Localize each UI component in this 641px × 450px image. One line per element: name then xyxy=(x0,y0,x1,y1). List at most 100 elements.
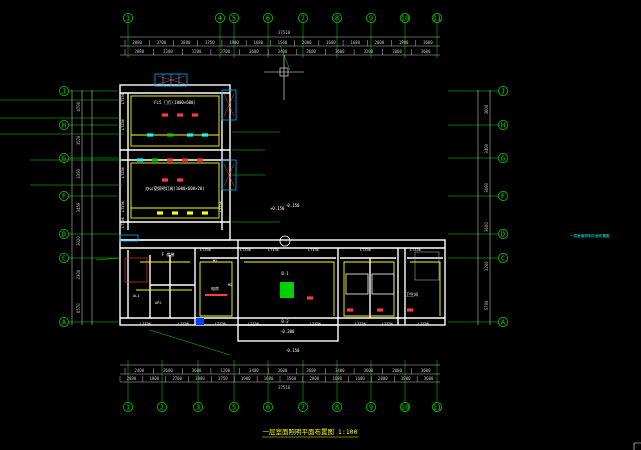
door-tag: LTZ36 xyxy=(355,322,366,326)
light-fixture-icon xyxy=(177,178,183,182)
dim-text-bot2-item: 1680 xyxy=(355,376,365,381)
light-fixture-icon xyxy=(137,158,143,162)
axis-bottom-3: 3 xyxy=(193,360,203,412)
light-fixture-icon xyxy=(157,211,163,215)
door-tag: LTZ36 xyxy=(121,217,125,228)
light-fixture-icon xyxy=(307,296,313,300)
door-tag: LTZ36 xyxy=(268,248,279,252)
axis-top-5: 5 xyxy=(229,13,239,58)
light-fixture-icon xyxy=(162,178,168,182)
axis-left-A: A xyxy=(59,317,118,327)
axis-left-G: G xyxy=(59,153,118,163)
axis-left-D: D xyxy=(59,229,118,239)
door-tag: LTZ36 xyxy=(248,322,259,326)
door-tag: LTZ36 xyxy=(121,167,125,178)
axis-right-J-label: J xyxy=(501,87,505,95)
axis-right-H-label: H xyxy=(501,121,505,129)
axis-bottom-6-label: 6 xyxy=(266,403,270,411)
axis-top-4: 4 xyxy=(215,13,225,58)
dimension-text-top-row2: 2880330012003700360034003600360032002000… xyxy=(124,49,431,55)
axis-left-J-label: J xyxy=(62,87,66,95)
axis-right-D: D xyxy=(448,229,508,239)
door-tag: LTZ36 xyxy=(200,248,211,252)
dim-text-top2-item: 3300 xyxy=(163,49,173,54)
door-tag: LTZ36 xyxy=(121,119,125,130)
axis-bottom-6: 6 xyxy=(263,360,273,412)
door-tag: LTZ36 xyxy=(382,322,393,326)
axis-right-C: C xyxy=(448,253,508,263)
dim-text-bot2-item: 3880 xyxy=(195,376,205,381)
wheelchair-icon xyxy=(279,235,291,247)
axis-right-A-label: A xyxy=(501,318,506,326)
misc-label-m2: M2 xyxy=(228,283,232,287)
drawing-title: 一层室面照明平面布置图 1:100 xyxy=(263,427,358,436)
axis-bottom-2: 2 xyxy=(157,360,167,412)
dim-text-top1-item: 2000 xyxy=(302,40,312,45)
axis-top-10-label: 10 xyxy=(401,14,409,22)
axis-top-11: 11 xyxy=(432,13,442,58)
door-tag: LTZ36 xyxy=(219,201,223,212)
light-fixture-icon xyxy=(347,308,353,312)
distribution-panel-icon xyxy=(280,282,294,298)
dim-text-top2-item: 2880 xyxy=(134,49,144,54)
axis-left-H: H xyxy=(59,120,118,130)
room-label-electric: 电房 xyxy=(211,285,219,291)
axis-right-G: G xyxy=(448,153,508,163)
dim-text-bot2-item: 2000 xyxy=(378,376,388,381)
window-glazing xyxy=(157,75,235,187)
dim-text-top2-item: 3600 xyxy=(306,49,316,54)
elev-mark-2: -0.150 xyxy=(285,203,300,208)
dim-text-top1-item: 3600 xyxy=(423,40,433,45)
axis-right-J: J xyxy=(448,86,508,96)
light-fixture-icon xyxy=(167,158,173,162)
dim-text-top2-item: 3600 xyxy=(335,49,345,54)
dim-text-right-item: 3600 xyxy=(484,222,489,232)
light-fixture-icon xyxy=(182,158,188,162)
door-tag: LTZ36 xyxy=(215,322,226,326)
door-tag: LTZ36 xyxy=(360,248,371,252)
dim-text-top1-item: 3880 xyxy=(181,40,191,45)
elev-mark-3: -0.300 xyxy=(280,329,295,334)
axis-bottom-5-label: 5 xyxy=(232,403,236,411)
dim-text-bot1-item: 3600 xyxy=(306,368,316,373)
light-fixture-icon xyxy=(407,308,413,312)
light-fixture-icon xyxy=(187,133,193,137)
legend-note: 一层室面照明平面布置图 xyxy=(570,233,610,238)
light-fixture-icon xyxy=(177,113,183,117)
axis-bottom-11: 11 xyxy=(432,360,442,412)
door-tag: LTZ36 xyxy=(121,201,125,212)
axis-bottom-8: 8 xyxy=(332,360,342,412)
axis-bottom-7: 7 xyxy=(298,360,308,412)
dim-text-bot1-item: 3600 xyxy=(192,368,202,373)
axis-bottom-7-label: 7 xyxy=(301,403,305,411)
axis-top-5-label: 5 xyxy=(232,14,236,22)
meter-box-icon xyxy=(196,318,204,325)
dim-text-top2-item: 1200 xyxy=(192,49,202,54)
axis-bottom-5: 5 xyxy=(229,360,239,412)
light-fixture-icon xyxy=(162,113,168,117)
axis-left-G-label: G xyxy=(62,154,66,162)
dim-text-top1-item: 2880 xyxy=(132,40,142,45)
axis-top-1: 1 xyxy=(123,13,133,58)
dim-total-top: 37510 xyxy=(278,30,291,35)
dim-text-bot2-item: 1680 xyxy=(264,376,274,381)
light-fixture-icon xyxy=(167,133,173,137)
dim-text-bot1-item: 2000 xyxy=(392,368,402,373)
dim-text-bot2-item: 1560 xyxy=(287,376,297,381)
dim-text-bot1-item: 3600 xyxy=(364,368,374,373)
axis-left-J: J xyxy=(59,86,118,96)
elev-mark-1: +0.150 xyxy=(270,206,285,211)
axis-bottom-1: 1 xyxy=(123,360,133,412)
axis-right-D-label: D xyxy=(501,230,505,238)
axis-bottom-9: 9 xyxy=(366,360,376,412)
dim-text-top2-item: 3600 xyxy=(421,49,431,54)
door-tag: LTZ36 xyxy=(410,248,421,252)
